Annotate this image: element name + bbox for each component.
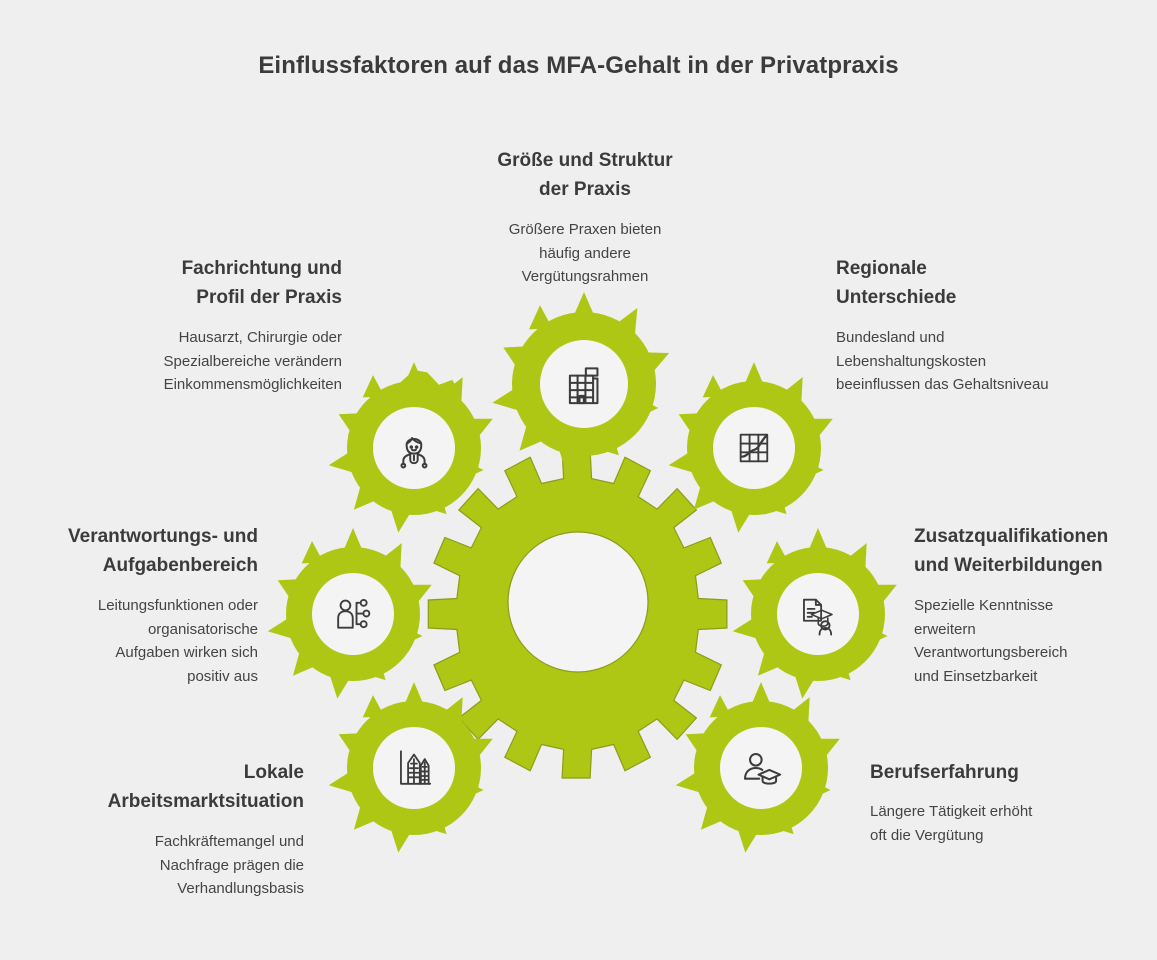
factor-fachrichtung-title: Fachrichtung und Profil der Praxis (181, 258, 342, 309)
center-gear (427, 449, 728, 779)
factor-regionale-description: Bundesland und Lebenshaltungskosten beei… (836, 328, 1049, 394)
doctor-stethoscope-icon (400, 437, 428, 469)
person-org-chart-icon (337, 598, 371, 629)
factor-verantwortung: Verantwortungs- und Aufgabenbereich Leit… (42, 522, 258, 689)
factor-groesse: Größe und Struktur der Praxis Größere Pr… (458, 146, 712, 289)
satellite-gear-verantwortung (267, 528, 432, 699)
factor-zusatzqualifikationen-title: Zusatzqualifikationen und Weiterbildunge… (914, 526, 1109, 577)
factor-zusatzqualifikationen-description: Spezielle Kenntnisse erweitern Verantwor… (914, 596, 1068, 685)
factor-berufserfahrung: Berufserfahrung Längere Tätigkeit erhöht… (870, 758, 1092, 848)
factor-regionale-title: Regionale Unterschiede (836, 258, 957, 309)
factor-fachrichtung-description: Hausarzt, Chirurgie oder Spezialbereiche… (163, 328, 342, 394)
person-graduation-cap-icon (744, 752, 782, 785)
satellite-gear-verantwortung-teeth (267, 528, 432, 699)
satellite-hub-zusatz (777, 573, 859, 655)
factor-lokale: Lokale Arbeitsmarktsituation Fachkräftem… (82, 758, 304, 901)
certificate-graduation-icon (803, 598, 833, 636)
factor-groesse-description: Größere Praxen bieten häufig andere Verg… (508, 220, 662, 286)
satellite-gear-beruf (675, 682, 840, 853)
satellite-gear-lokale-teeth (328, 682, 493, 853)
satellite-gear-zusatz (732, 528, 897, 699)
center-gear-body (427, 449, 728, 779)
factor-groesse-title: Größe und Struktur der Praxis (497, 150, 673, 201)
satellite-gear-groesse (492, 292, 670, 476)
factor-zusatzqualifikationen: Zusatzqualifikationen und Weiterbildunge… (914, 522, 1130, 689)
factor-lokale-title: Lokale Arbeitsmarktsituation (107, 762, 304, 813)
factor-lokale-description: Fachkräftemangel und Nachfrage prägen di… (154, 832, 304, 898)
satellite-gear-zusatz-teeth (732, 528, 897, 699)
factor-verantwortung-description: Leitungsfunktionen oder organisatorische… (97, 596, 258, 685)
satellite-hub-fachrichtung (373, 407, 455, 489)
satellite-gear-fachrichtung (328, 362, 493, 533)
page-title: Einflussfaktoren auf das MFA-Gehalt in d… (258, 52, 899, 79)
satellite-hub-regional (713, 407, 795, 489)
satellite-gear-fachrichtung-teeth (328, 362, 493, 533)
factor-verantwortung-title: Verantwortungs- und Aufgabenbereich (68, 526, 258, 577)
factor-regionale: Regionale Unterschiede Bundesland und Le… (836, 254, 1098, 397)
satellite-gear-regional (668, 362, 833, 533)
satellite-gear-groesse-teeth (492, 292, 670, 476)
factor-berufserfahrung-title: Berufserfahrung (870, 762, 1019, 783)
satellite-hub-lokale (373, 727, 455, 809)
factor-fachrichtung: Fachrichtung und Profil der Praxis Hausa… (110, 254, 342, 397)
factory-industry-icon (400, 750, 432, 785)
satellite-hub-verantwortung (312, 573, 394, 655)
satellite-gear-beruf-teeth (675, 682, 840, 853)
satellite-gear-lokale (328, 682, 493, 853)
satellite-hub-groesse (540, 340, 628, 428)
satellite-hub-beruf (720, 727, 802, 809)
center-gear-hub (507, 531, 649, 673)
region-map-grid-icon (739, 433, 769, 463)
factor-berufserfahrung-description: Längere Tätigkeit erhöht oft die Vergütu… (870, 803, 1033, 845)
satellite-gear-regional-teeth (668, 362, 833, 533)
office-building-icon (568, 367, 599, 405)
